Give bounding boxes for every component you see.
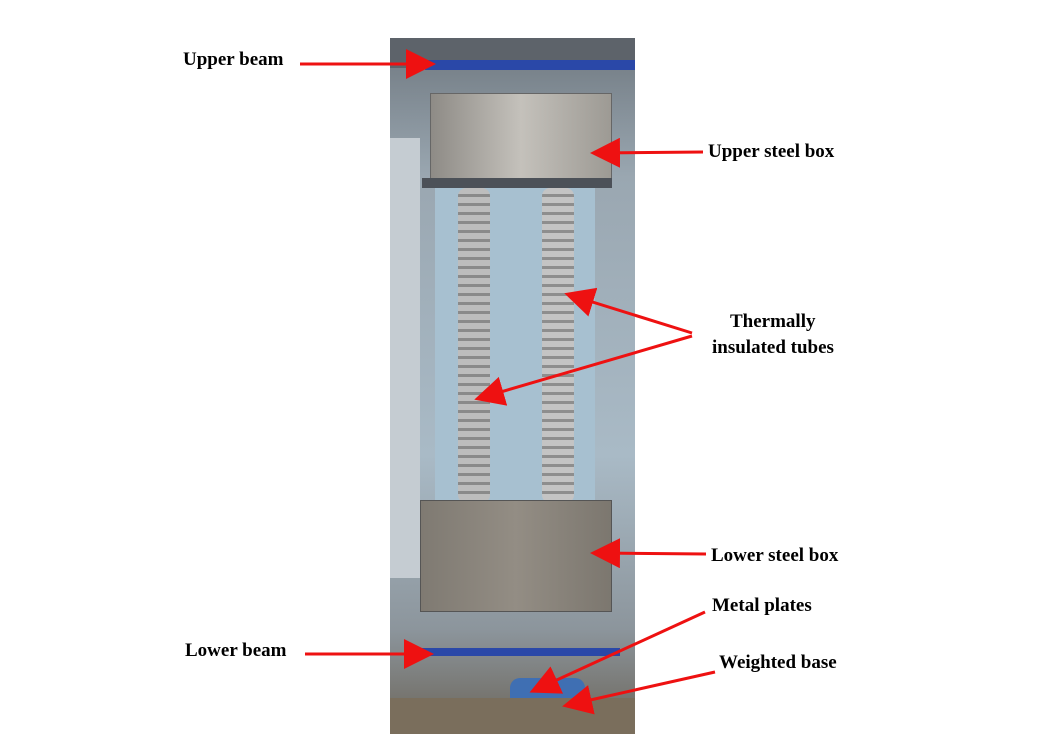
label-tubes-line2: insulated tubes [712, 337, 834, 358]
label-lower-beam: Lower beam [185, 640, 287, 661]
upper-beam [425, 60, 635, 70]
upper-box-shelf [422, 178, 612, 188]
left-cabinet [390, 138, 420, 578]
arrow-lower-steel-box [590, 538, 707, 569]
arrow-tube-left [474, 334, 693, 406]
arrow-weighted-base [562, 670, 716, 715]
arrow-upper-steel-box [590, 137, 704, 168]
label-lower-steel-box: Lower steel box [711, 545, 839, 566]
lower-beam [420, 648, 620, 656]
label-tubes-line1: Thermally [730, 311, 816, 332]
arrow-tube-right [564, 287, 693, 335]
label-upper-beam: Upper beam [183, 49, 284, 70]
label-upper-steel-box: Upper steel box [708, 141, 835, 162]
label-weighted-base: Weighted base [719, 652, 837, 673]
lower-steel-box [420, 500, 612, 612]
label-metal-plates: Metal plates [712, 595, 812, 616]
arrow-metal-plates [529, 610, 706, 694]
left-tube [458, 188, 490, 503]
upper-steel-box [430, 93, 612, 183]
right-tube [542, 188, 574, 503]
